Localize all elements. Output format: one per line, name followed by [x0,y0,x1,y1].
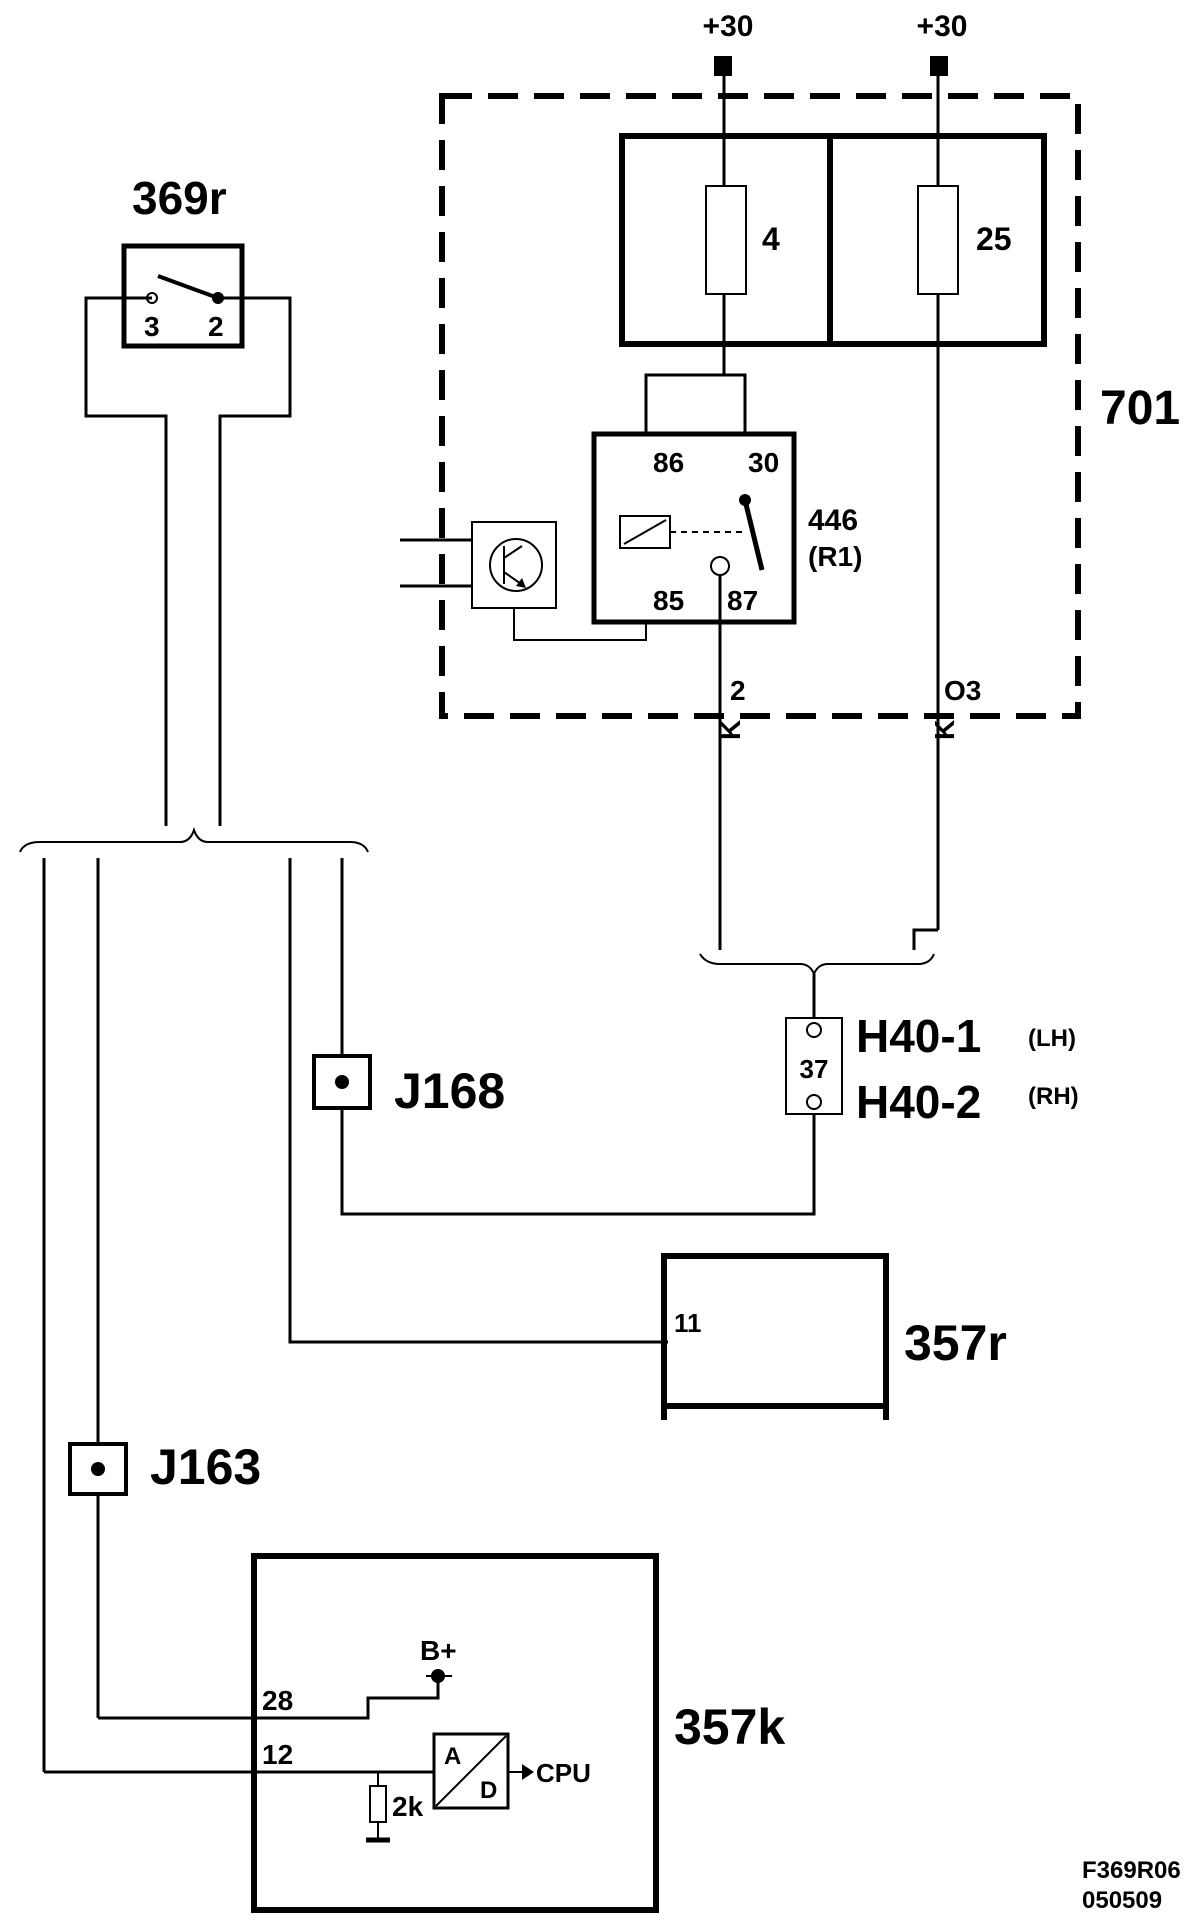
switch-pin-3: 3 [144,311,160,342]
junction-j163-label: J163 [150,1439,261,1495]
supply-terminal-right: +30 [917,10,968,76]
unit-357k-pin-28: 28 [262,1685,293,1716]
resistor-2k [369,1785,387,1823]
drawing-code-line1: F369R06 [1082,1857,1181,1884]
wire-pin-o3: O3 [944,675,981,706]
unit-357r: 11 357r [661,1253,1007,1420]
unit-701: 701 4 25 86 30 85 87 446 (R1 [400,76,1180,930]
unit-357k-label: 357k [674,1699,785,1755]
resistor-label: 2k [392,1791,424,1822]
transistor-icon [400,521,647,641]
drawing-code: F369R06 050509 [1082,1857,1181,1914]
wire-pin-2: 2 [730,675,746,706]
fuse-25 [917,185,959,295]
wire-color-left: K [715,720,746,740]
supply-b-plus: B+ [420,1635,457,1666]
junction-j168: J168 [312,1054,505,1119]
fuse-25-label: 25 [976,221,1012,257]
unit-357k-pin-12: 12 [262,1739,293,1770]
relay-pin-30: 30 [748,447,779,478]
switch-369r-label: 369r [132,172,227,224]
unit-357k: 357k B+ 28 12 2k A D CPU [44,1553,785,1913]
connector-h40: 37 H40-1 (LH) H40-2 (RH) [785,1010,1079,1128]
supply-terminal-left: +30 [703,10,754,76]
wire-color-right: K [929,720,960,740]
switch-pin-2: 2 [208,311,224,342]
relay-446: 86 30 85 87 446 (R1) [591,431,862,625]
connector-side-rh: (RH) [1028,1083,1079,1110]
unit-701-label: 701 [1100,382,1180,435]
supply-label-left: +30 [703,10,754,43]
connector-label-h40-2: H40-2 [856,1076,981,1128]
junction-j163: J163 [68,1439,261,1496]
relay-label: 446 [808,504,858,537]
unit-357r-pin-11: 11 [674,1308,702,1338]
unit-701-enclosure [439,93,1081,719]
switch-369r: 369r 3 2 [84,172,292,826]
adc-converter: A D [432,1732,510,1810]
fuse-4 [705,185,747,295]
supply-label-right: +30 [917,10,968,43]
adc-label-d: D [480,1777,497,1804]
connector-pin-37: 37 [800,1054,829,1084]
relay-pin-86: 86 [653,447,684,478]
arrow-right-icon [522,1764,534,1780]
relay-pin-85: 85 [653,585,684,616]
connector-label-h40-1: H40-1 [856,1010,981,1062]
junction-j168-label: J168 [394,1063,505,1119]
fuse-4-label: 4 [762,221,780,257]
adc-label-a: A [444,1743,461,1770]
relay-sub-label: (R1) [808,541,862,572]
drawing-code-line2: 050509 [1082,1887,1162,1914]
cpu-label: CPU [536,1758,591,1788]
relay-pin-87: 87 [727,585,758,616]
unit-357r-label: 357r [904,1315,1007,1371]
connector-side-lh: (LH) [1028,1025,1076,1052]
